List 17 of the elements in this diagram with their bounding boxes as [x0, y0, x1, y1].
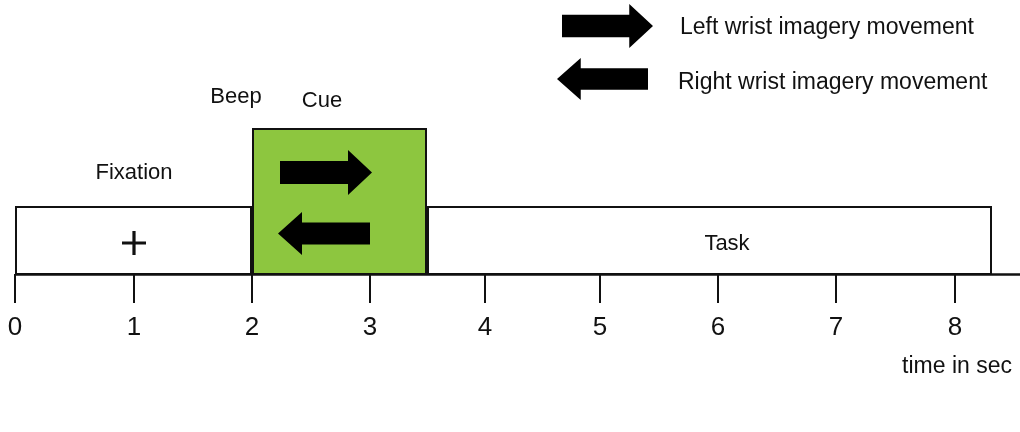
tick-label: 1	[126, 311, 142, 341]
tick-label: 5	[592, 311, 608, 341]
phase-label: Cue	[301, 87, 343, 113]
phase-label: Task	[704, 230, 750, 256]
tick-label: 7	[828, 311, 844, 341]
tick-label: 3	[362, 311, 378, 341]
event-label: Beep	[210, 83, 262, 109]
task-period-box	[427, 206, 992, 275]
axis-title: time in sec	[902, 353, 1012, 379]
tick-label: 8	[947, 311, 963, 341]
tick-label: 6	[710, 311, 726, 341]
tick-label: 4	[477, 311, 493, 341]
tick-label: 2	[244, 311, 260, 341]
tick-label: 0	[7, 311, 23, 341]
legend-label: Right wrist imagery movement	[678, 69, 988, 95]
legend-label: Left wrist imagery movement	[680, 14, 974, 40]
phase-label: Fixation	[95, 159, 173, 185]
